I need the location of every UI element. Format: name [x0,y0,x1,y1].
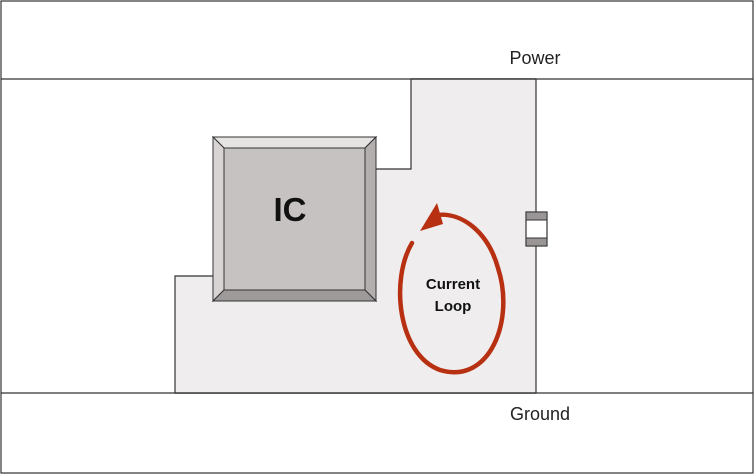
capacitor-icon [525,211,548,247]
ic-chip [211,135,378,303]
ground-label: Ground [510,404,570,424]
power-label: Power [509,48,560,68]
current-loop-label-line1: Current [426,276,480,293]
arrowhead-icon [420,203,443,231]
current-loop-arc [397,212,506,375]
current-loop-label-line2: Loop [435,298,472,315]
ic-label: IC [274,191,307,228]
